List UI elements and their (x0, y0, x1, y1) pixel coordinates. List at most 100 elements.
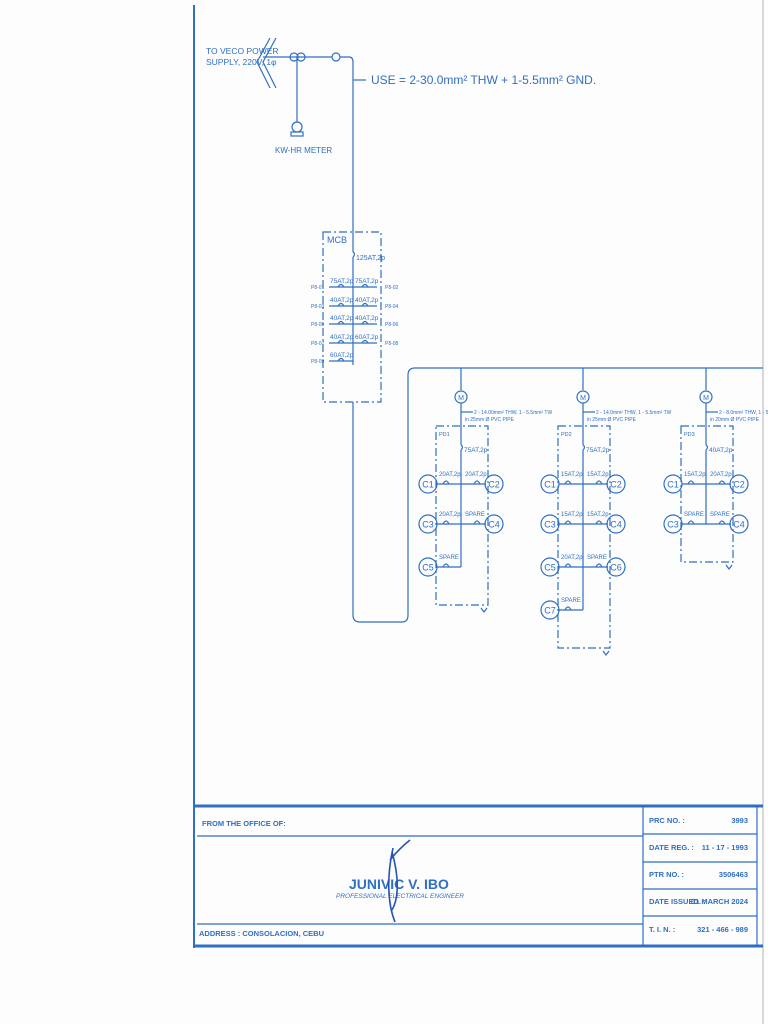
main-breaker-symbol (460, 444, 464, 451)
circuit-rating: 15AT,2p (587, 512, 609, 518)
feeder-conduit: in 20mm Ø PVC PIPE (710, 417, 760, 423)
circuit-id: C3 (544, 520, 556, 530)
breaker-rating: 40AT,2p (355, 315, 379, 322)
field-label: PRC NO. : (649, 816, 685, 825)
mcb-enclosure (322, 231, 382, 403)
panel-name: PD2 (561, 432, 572, 438)
circuit-rating: SPARE (684, 512, 704, 518)
field-value: 11 - 17 - 1993 (702, 843, 748, 852)
circuit-bubble (606, 474, 626, 494)
panel-enclosure (435, 425, 489, 606)
breaker-symbol (361, 302, 369, 307)
circuit-id: C6 (610, 563, 622, 573)
breaker-id: P8-08 (385, 341, 399, 347)
circuit-breaker-symbol (595, 480, 603, 485)
circuit-bubble (729, 514, 749, 534)
main-breaker-symbol (582, 444, 586, 451)
circuit-breaker-symbol (564, 520, 572, 525)
kwhr-meter-base (290, 131, 304, 137)
field-label: DATE ISSUED. : (649, 897, 706, 906)
feeder-conduit: in 25mm Ø PVC PIPE (587, 417, 637, 423)
circuit-id: C4 (733, 520, 745, 530)
field-value: 3506463 (719, 870, 748, 879)
circuit-rating: 15AT,2p (561, 512, 583, 518)
breaker-symbol (337, 283, 345, 288)
circuit-bubble (663, 514, 683, 534)
title-block: FROM THE OFFICE OF: JUNIVIC V. IBO PROFE… (194, 804, 763, 948)
circuit-rating: SPARE (561, 598, 581, 604)
feeder-spec: 2 - 8.0mm² THW, 1 - 5.5 (719, 410, 768, 416)
main-circuit-breaker-panel: MCB 125AT,2p 75AT,2pP8-0175AT,2pP8-0240A… (311, 231, 399, 403)
panel-name: PD1 (439, 432, 450, 438)
circuit-id: C5 (544, 563, 556, 573)
breaker-id: P8-07 (311, 341, 325, 347)
breaker-id: P8-06 (385, 322, 399, 328)
circuit-breaker-symbol (564, 563, 572, 568)
circuit-id: C1 (544, 480, 556, 490)
circuit-breaker-symbol (687, 520, 695, 525)
feeder-bus (352, 367, 763, 623)
breaker-symbol (361, 283, 369, 288)
tin-field: T. I. N. : 321 - 466 - 989 (649, 925, 748, 934)
circuit-rating: SPARE (587, 555, 607, 561)
breaker-rating: 40AT,2p (330, 334, 354, 341)
breaker-symbol (337, 339, 345, 344)
engineer-title: PROFESSIONAL ELECTRICAL ENGINEER (336, 893, 464, 900)
circuit-breaker-symbol (473, 480, 481, 485)
breaker-rating: 60AT,2p (330, 352, 354, 359)
panel-enclosure (680, 425, 734, 563)
circuit-bubble (663, 474, 683, 494)
service-conductor-spec: USE = 2-30.0mm² THW + 1-5.5mm² GND. (371, 73, 596, 87)
main-breaker-rating: 40AT,2p (709, 447, 733, 454)
circuit-breaker-symbol (473, 520, 481, 525)
circuit-bubble (540, 600, 560, 620)
circuit-rating: SPARE (439, 555, 459, 561)
circuit-id: C1 (667, 480, 679, 490)
circuit-breaker-symbol (442, 520, 450, 525)
breaker-id: P8-03 (311, 304, 325, 310)
address: ADDRESS : CONSOLACION, CEBU (199, 929, 324, 938)
circuit-rating: SPARE (465, 512, 485, 518)
submeter-label: M (580, 395, 586, 402)
circuit-rating: 15AT,2p (587, 472, 609, 478)
circuit-id: C2 (610, 480, 622, 490)
field-value: 3993 (731, 816, 748, 825)
panel-enclosure (557, 425, 611, 649)
circuit-id: C3 (422, 520, 434, 530)
circuit-rating: 15AT,2p (684, 472, 706, 478)
circuit-breaker-symbol (442, 563, 450, 568)
circuit-breaker-symbol (442, 480, 450, 485)
breaker-id: P8-04 (385, 304, 399, 310)
circuit-rating: 20AT,2p (439, 472, 461, 478)
ct-loop-icon (289, 52, 299, 62)
circuit-breaker-symbol (687, 480, 695, 485)
circuit-breaker-symbol (718, 480, 726, 485)
circuit-breaker-symbol (564, 480, 572, 485)
circuit-id: C3 (667, 520, 679, 530)
circuit-breaker-symbol (564, 606, 572, 611)
field-label: PTR NO. : (649, 870, 684, 879)
breaker-id: P8-05 (311, 322, 325, 328)
circuit-bubble (418, 514, 438, 534)
feeder-spec: 2 - 14.0mm² THW, 1 - 5.5mm² TW (596, 410, 672, 416)
engineer-name: JUNIVIC V. IBO (349, 876, 449, 892)
circuit-breaker-symbol (595, 520, 603, 525)
ptr-field: PTR NO. : 3506463 (649, 870, 748, 879)
